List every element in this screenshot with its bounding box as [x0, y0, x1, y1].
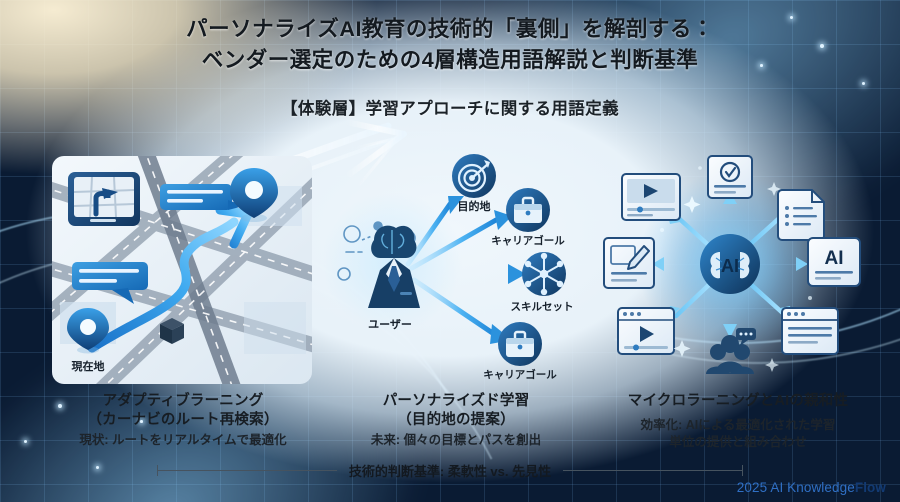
label-destination: 目的地 [458, 199, 491, 213]
current-location-pin-icon [67, 308, 109, 354]
panel-personalized-learning-illustration: ユーザー 目的地 キャリアゴール [322, 152, 590, 388]
user-avatar-icon [337, 221, 420, 308]
ai-brain-hub-icon: AI [700, 234, 760, 294]
page-title-line-2: ベンダー選定のための4層構造用語解説と判断基準 [201, 48, 699, 72]
navigation-device-icon [68, 172, 140, 226]
ai-card-label: AI [825, 248, 844, 269]
page-subtitle: 【体験層】学習アプローチに関する用語定義 [281, 100, 619, 118]
caption-subtext-body: ルートをリアルタイムで最適化 [108, 433, 287, 447]
page-title-line-1: パーソナライズAI教育の技術的「裏側」を解剖する： [186, 17, 714, 41]
panel-micro-learning-illustration: AI [596, 152, 864, 388]
connection-arrows [405, 201, 513, 337]
label-skill-set: スキルセット [511, 301, 574, 313]
criterion-banner: 技術的判断基準: 柔軟性 vs. 先見性 [0, 461, 900, 480]
people-group-icon [706, 328, 756, 374]
skill-set-node-icon [522, 252, 566, 296]
caption-subtext-lead: 未来: [370, 433, 401, 447]
career-goal-briefcase-icon-top [506, 188, 550, 232]
list-document-icon [777, 189, 825, 241]
panel-adaptive-learning-illustration: 現在地 [48, 152, 316, 388]
label-user: ユーザー [368, 318, 412, 331]
caption-title-line-1: マイクロラーニングとAIの親和性 [627, 393, 849, 409]
caption-adaptive-learning: アダプティブラーニング （カーナビのルート再検索） 現状: ルートをリアルタイム… [38, 392, 328, 449]
footer-brand-primary: 2025 AI Knowledge [736, 480, 855, 495]
criterion-rule-right [563, 465, 744, 476]
caption-title-line-1: パーソナライズド学習 [382, 393, 530, 409]
title-block: パーソナライズAI教育の技術的「裏側」を解剖する： ベンダー選定のための4層構造… [0, 14, 900, 76]
edit-document-icon [603, 237, 655, 289]
caption-title-line-2: （目的地の提案） [397, 412, 515, 428]
caption-subtext: 現状: ルートをリアルタイムで最適化 [38, 432, 328, 449]
cube-marker [160, 318, 184, 344]
caption-title-line-2: （カーナビのルート再検索） [87, 412, 279, 428]
browser-window-icon [781, 307, 839, 355]
destination-target-icon [452, 154, 496, 198]
criterion-rule-left [156, 465, 337, 476]
footer-brand: 2025 AI KnowledgeFlow [737, 480, 886, 495]
label-career-goal-top: キャリアゴール [491, 234, 565, 247]
caption-subtext-lead: 現状: [79, 433, 109, 447]
caption-subtext: 効率化: AIによる最適化された学習 [588, 417, 888, 434]
destination-pin-icon [230, 168, 278, 222]
video-player-icon-top [621, 173, 681, 221]
checklist-document-icon [707, 155, 753, 199]
ai-hub-label: AI [721, 256, 739, 276]
caption-micro-learning: マイクロラーニングとAIの親和性 効率化: AIによる最適化された学習 単位の提… [588, 392, 888, 451]
route-path [87, 217, 239, 353]
career-goal-briefcase-icon-bottom [498, 322, 542, 366]
caption-subtext-body: 個々の目標とパスを創出 [400, 433, 542, 447]
video-player-icon-bottom [617, 307, 675, 355]
chat-bubble-top [160, 184, 244, 210]
label-current-location: 現在地 [72, 359, 105, 373]
radiating-arrows [655, 197, 805, 333]
caption-subtext-body: AIによる最適化された学習 [682, 418, 836, 432]
label-career-goal-bottom: キャリアゴール [483, 368, 557, 381]
caption-personalized-learning: パーソナライズド学習 （目的地の提案） 未来: 個々の目標とパスを創出 [320, 392, 592, 449]
caption-title-line-1: アダプティブラーニング [102, 393, 264, 409]
ai-card-icon: AI [807, 237, 861, 287]
criterion-text: 技術的判断基準: 柔軟性 vs. 先見性 [348, 464, 552, 479]
caption-subtext-lead: 効率化: [640, 418, 683, 432]
chat-bubble-bottom [72, 262, 148, 304]
caption-subtext: 未来: 個々の目標とパスを創出 [320, 432, 592, 449]
caption-subtext-line-2: 単位の提供と組み合わせ [669, 435, 807, 449]
sparkle-accents [660, 166, 812, 372]
footer-brand-accent: Flow [854, 480, 886, 495]
